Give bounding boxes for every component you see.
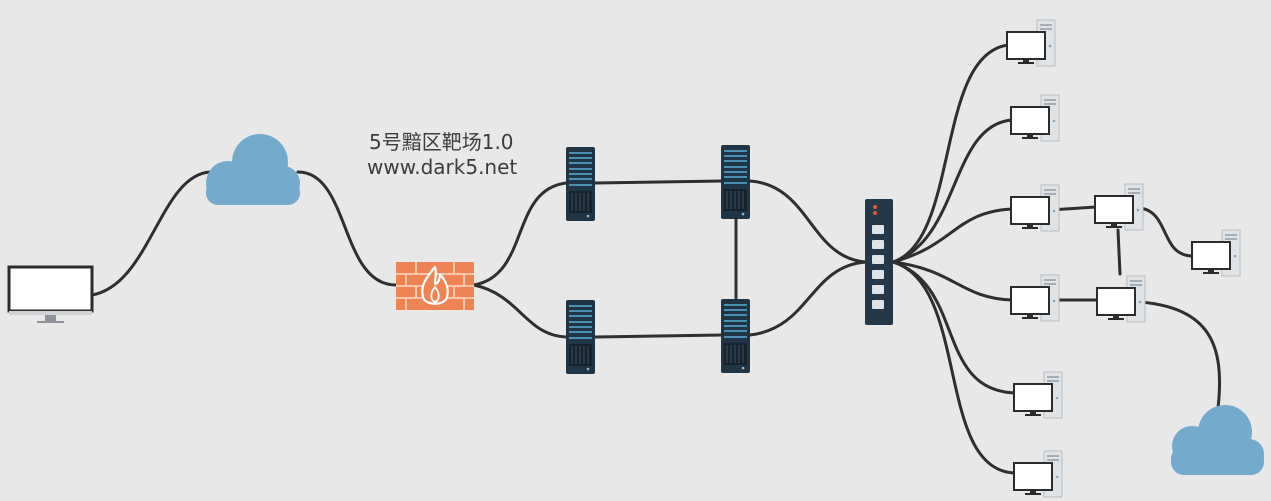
desktop-pc-icon (1094, 183, 1144, 231)
link-switch-pc-1 (891, 43, 1010, 264)
server-rack-icon (720, 298, 751, 374)
link-switch-pc-6 (891, 260, 1017, 475)
link-workstation-cloud (90, 170, 212, 297)
link-pc-7-pc-8 (1138, 206, 1194, 258)
link-pc-7-pc-9 (1116, 228, 1122, 276)
link-cloud-firewall (296, 170, 398, 287)
server-rack-icon (565, 146, 596, 222)
link-switch-pc-4 (891, 260, 1014, 302)
diagram-title: 5号黯区靶场1.0 (369, 130, 514, 154)
firewall-icon (396, 262, 474, 310)
link-server-4-switch (748, 260, 868, 337)
link-firewall-server-1 (472, 181, 568, 287)
link-pc-9-remote-cloud (1138, 300, 1222, 410)
server-rack-icon (720, 144, 751, 220)
desktop-pc-icon (1096, 275, 1146, 323)
server-rack-icon (565, 299, 596, 375)
link-server-3-switch (748, 179, 868, 264)
link-switch-pc-3 (891, 207, 1014, 264)
desktop-pc-icon (1006, 19, 1056, 67)
desktop-pc-icon (1010, 94, 1060, 142)
network-switch-icon (865, 199, 893, 325)
diagram-subtitle-url: www.dark5.net (367, 155, 518, 179)
link-server-2-server-4 (593, 333, 724, 339)
desktop-pc-icon (1013, 450, 1063, 498)
connection-links (90, 43, 1222, 475)
cloud-icon (1171, 405, 1264, 475)
desktop-pc-icon (1013, 371, 1063, 419)
desktop-pc-icon (1010, 274, 1060, 322)
link-firewall-server-2 (472, 283, 568, 339)
desktop-pc-icon (1010, 184, 1060, 232)
link-server-1-server-3 (593, 179, 724, 185)
link-switch-pc-2 (891, 118, 1014, 264)
desktop-pc-icon (1191, 229, 1241, 277)
cloud-icon (206, 134, 300, 205)
monitor-icon (7, 265, 94, 323)
